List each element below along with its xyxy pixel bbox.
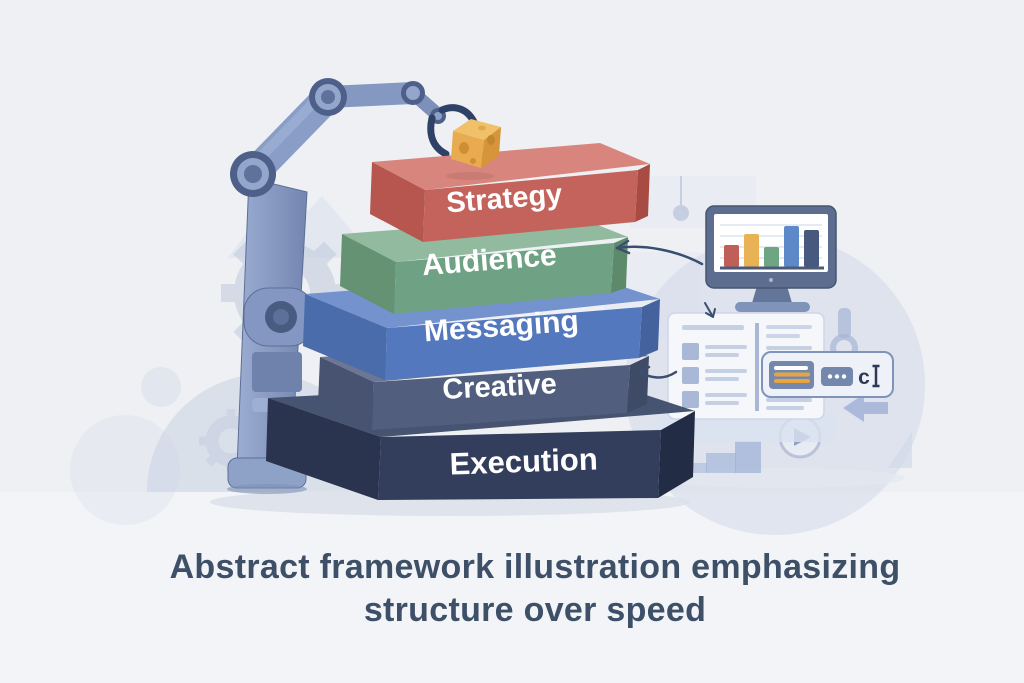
faded-circle-large <box>70 415 180 525</box>
document-panel-base <box>656 414 836 442</box>
monitor-neck <box>752 286 792 303</box>
monitor-power-dot <box>769 278 773 282</box>
robot-joint-3 <box>401 81 425 105</box>
toolbar-card: c <box>761 351 894 398</box>
framework-stack: Execution Creative Messaging Audience <box>266 143 695 500</box>
floor <box>0 492 1024 683</box>
panel-divider <box>755 323 759 411</box>
arrow-left-icon <box>843 394 888 422</box>
arrow-to-creative <box>637 369 678 379</box>
robot-panel <box>252 352 302 392</box>
robot-joint-1 <box>230 151 276 197</box>
arrow-to-audience <box>615 245 704 266</box>
svg-text:c: c <box>858 366 870 389</box>
robot-arm <box>230 78 478 197</box>
monitor <box>705 205 837 312</box>
chart-bar <box>764 247 779 267</box>
step-shape-2 <box>706 453 736 473</box>
caption-line-1: Abstract framework illustration emphasiz… <box>170 548 901 586</box>
gripper-claw-right <box>438 104 478 126</box>
stack-label-execution: Execution <box>449 441 598 481</box>
step-shape-1 <box>735 441 761 473</box>
cheese-cube-icon <box>446 119 501 180</box>
monitor-base <box>735 302 810 312</box>
stack-layer-strategy: Strategy <box>370 143 650 242</box>
wrench-shape <box>838 308 851 338</box>
scribble-arrow <box>704 302 716 318</box>
robot-arm-base <box>227 177 315 494</box>
robot-joint-2 <box>309 78 347 116</box>
chart-bar <box>804 230 819 267</box>
caption-line-2: structure over speed <box>364 591 706 629</box>
ellipsis-icon <box>827 374 847 379</box>
monitor-bar-chart <box>724 226 819 267</box>
pendulum-ball-icon <box>673 205 689 221</box>
sail-shape <box>888 432 912 468</box>
gripper-claw-left <box>427 114 450 158</box>
chart-bar <box>724 245 739 267</box>
chart-bar <box>784 226 799 267</box>
list-thumb <box>682 391 699 408</box>
text-cursor-icon: c <box>858 364 880 389</box>
faded-circle-small <box>141 367 181 407</box>
chart-bar <box>744 234 759 267</box>
arrow-to-creative-head <box>637 365 651 381</box>
stack-label-creative: Creative <box>442 368 558 406</box>
list-thumb <box>682 343 699 360</box>
arrow-to-audience-head <box>615 239 631 255</box>
list-thumb <box>682 367 699 384</box>
